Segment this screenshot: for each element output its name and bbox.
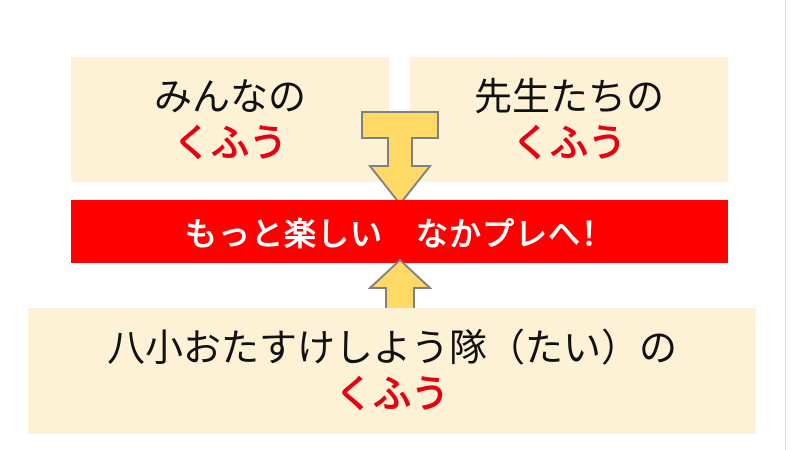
merge-down-arrow-shape xyxy=(361,111,439,206)
goal-banner-text: もっと楽しい なかプレへ！ xyxy=(184,214,614,253)
kufuu-label: くふう xyxy=(334,372,449,416)
otasuke-tai-no-kufuu-box: 八小おたすけしよう隊（たい）の くふう xyxy=(28,308,756,434)
up-arrow-shape xyxy=(367,258,433,313)
kufuu-label: くふう xyxy=(511,120,626,165)
sensei-tachi-no-label: 先生たちの xyxy=(473,74,664,119)
kufuu-label: くふう xyxy=(172,120,287,165)
sensei-tachi-no-kufuu-box: 先生たちの くふう xyxy=(410,57,728,182)
minna-no-label: みんなの xyxy=(153,74,306,119)
otasuke-tai-no-label: 八小おたすけしよう隊（たい）の xyxy=(106,326,677,370)
minna-no-kufuu-box: みんなの くふう xyxy=(71,57,389,182)
up-arrow-icon xyxy=(367,258,433,313)
merge-down-arrow-icon xyxy=(361,111,439,206)
goal-banner: もっと楽しい なかプレへ！ xyxy=(71,200,728,263)
slide-edge-line xyxy=(785,0,786,450)
